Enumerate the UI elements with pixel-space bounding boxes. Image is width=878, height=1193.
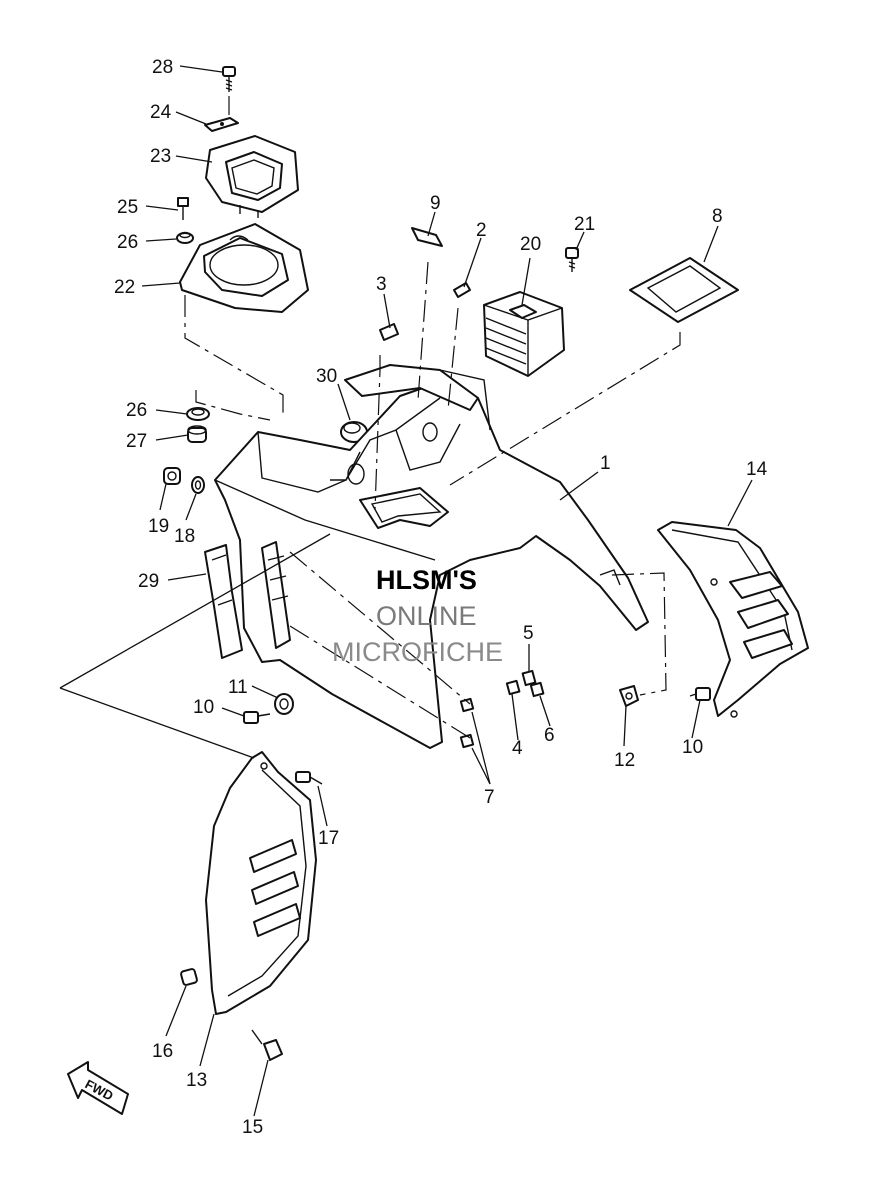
callout-26: 26 — [117, 232, 138, 253]
callout-10b: 10 — [682, 737, 703, 758]
watermark-line-1: HLSM'S — [376, 565, 477, 595]
part-15-bolt — [251, 1029, 283, 1061]
part-13-left-cover — [205, 751, 317, 1015]
reference-lines — [59, 96, 681, 759]
callout-8: 8 — [712, 206, 723, 227]
part-5-clip — [521, 669, 537, 687]
part-24-plate — [204, 117, 239, 132]
part-21-screw — [565, 247, 579, 272]
callout-7: 7 — [484, 787, 495, 808]
part-16-collar — [180, 968, 198, 986]
part-27-collar — [187, 425, 207, 443]
part-19-nut — [163, 467, 181, 485]
callout-5: 5 — [523, 623, 534, 644]
part-10-bolt-left — [243, 711, 271, 724]
part-8-label — [629, 257, 739, 323]
part-2-strip — [453, 282, 471, 298]
part-18-washer — [191, 476, 205, 494]
callout-25: 25 — [117, 197, 138, 218]
part-14-right-cover — [657, 521, 809, 718]
part-23-holder-cover — [205, 135, 299, 218]
callout-22: 22 — [114, 277, 135, 298]
part-3-strip — [379, 323, 399, 341]
part-26-washer-left — [186, 407, 210, 421]
callout-10: 10 — [193, 697, 214, 718]
callout-28: 28 — [152, 57, 173, 78]
watermark: HLSM'S ONLINE MICROFICHE — [332, 565, 503, 667]
watermark-line-2: ONLINE — [376, 601, 477, 631]
part-7-pad — [459, 697, 475, 749]
callout-1: 1 — [600, 453, 611, 474]
part-1-main-body — [214, 364, 649, 749]
callout-24: 24 — [150, 102, 172, 123]
watermark-line-3: MICROFICHE — [332, 637, 503, 667]
callout-13: 13 — [186, 1070, 207, 1091]
callout-15: 15 — [242, 1117, 263, 1138]
part-9-strip — [411, 227, 443, 247]
part-6-clip — [529, 681, 545, 698]
callout-16: 16 — [152, 1041, 173, 1062]
callout-29: 29 — [138, 571, 159, 592]
callout-21: 21 — [574, 214, 595, 235]
part-10-bolt-right — [689, 687, 711, 701]
callout-17: 17 — [318, 828, 339, 849]
callout-14: 14 — [746, 459, 768, 480]
callout-18: 18 — [174, 526, 195, 547]
part-20-box — [483, 291, 565, 377]
fwd-arrow-icon: FWD — [67, 1061, 129, 1115]
callout-26b: 26 — [126, 400, 147, 421]
part-4-clip — [505, 679, 521, 696]
part-25-bolt — [177, 197, 189, 220]
callout-9: 9 — [430, 193, 441, 214]
part-11-collar — [274, 693, 294, 715]
part-22-holder — [179, 223, 309, 313]
part-28-screw — [222, 66, 236, 92]
callout-23: 23 — [150, 146, 171, 167]
callout-27: 27 — [126, 431, 147, 452]
callout-11: 11 — [228, 677, 248, 698]
callout-3: 3 — [376, 274, 387, 295]
callout-4: 4 — [512, 738, 523, 759]
callout-19: 19 — [148, 516, 169, 537]
part-29-bracket — [204, 544, 243, 659]
part-12-nut — [619, 685, 639, 707]
callout-12: 12 — [614, 750, 635, 771]
part-26-grommet-top — [176, 231, 194, 244]
leader-lines — [141, 65, 753, 1117]
callout-6: 6 — [544, 725, 555, 746]
callout-30: 30 — [316, 366, 337, 387]
callout-20: 20 — [520, 234, 541, 255]
callout-numbers: 28 24 23 25 26 22 9 2 20 21 8 3 30 26 27… — [114, 57, 768, 1138]
part-17-screw — [295, 771, 323, 785]
callout-2: 2 — [476, 220, 487, 241]
